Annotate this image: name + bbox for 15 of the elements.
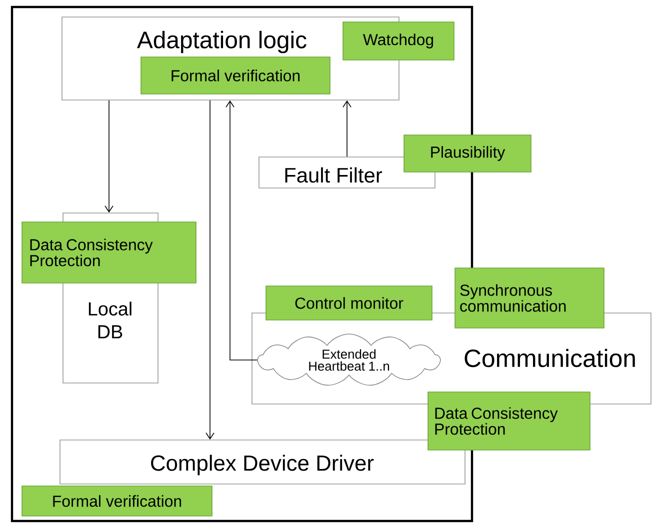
feature-box: Data Consistency Protection	[428, 392, 590, 450]
arrow	[342, 100, 352, 157]
arrow	[226, 100, 258, 360]
feature-box: Plausibility	[404, 134, 532, 172]
feature-box: Control monitor	[266, 286, 432, 320]
feature-box: Formal verification	[22, 486, 212, 516]
process-box: Complex Device Driver	[60, 440, 466, 484]
arrow	[104, 100, 114, 213]
feature-box: Watchdog	[342, 22, 454, 60]
arrow	[206, 100, 214, 440]
feature-box: Formal verification	[140, 56, 330, 94]
process-box: Fault Filter	[258, 156, 436, 188]
heartbeat-cloud: Extended Heartbeat 1..n	[257, 334, 441, 386]
feature-box: Data Consistency Protection	[22, 222, 196, 284]
feature-box: Synchronous communication	[454, 268, 604, 328]
